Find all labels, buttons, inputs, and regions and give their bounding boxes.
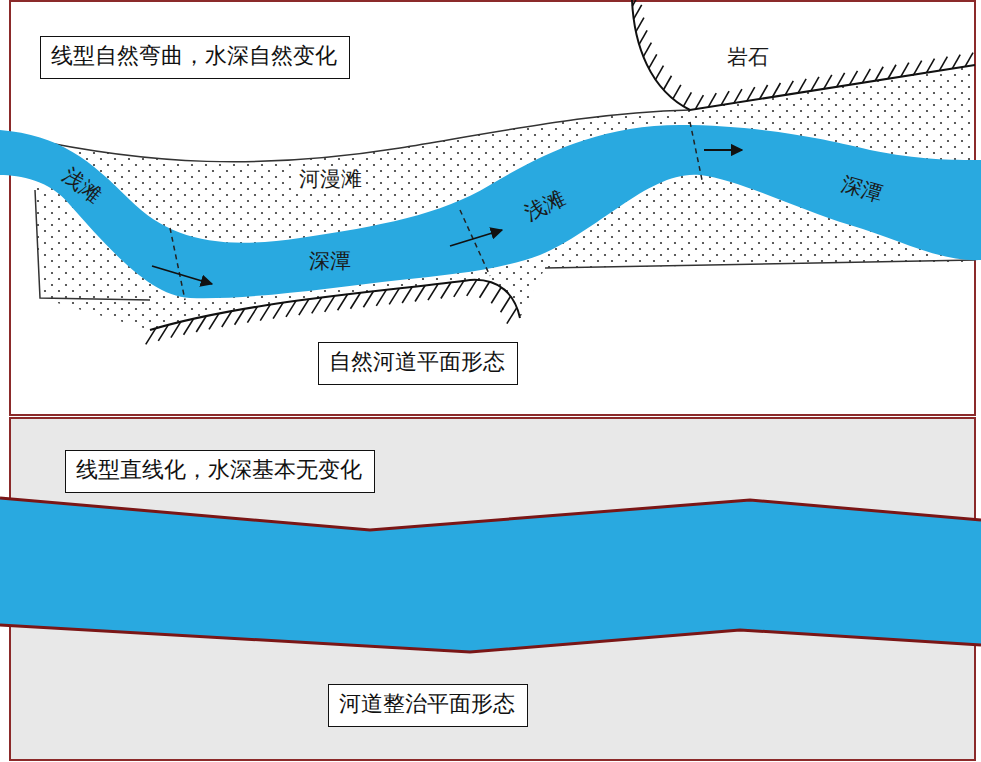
hatch-stroke xyxy=(158,325,168,341)
hatch-stroke xyxy=(785,81,793,95)
hatch-stroke xyxy=(734,89,742,103)
hatch-stroke xyxy=(875,67,883,81)
hatch-stroke xyxy=(491,287,501,303)
hatch-stroke xyxy=(939,57,947,71)
flow-arrow xyxy=(152,266,212,284)
hatch-stroke xyxy=(146,328,156,344)
hatch-stroke xyxy=(849,71,857,85)
hatch-stroke xyxy=(196,316,206,332)
hatch-stroke xyxy=(376,290,386,306)
river-channel xyxy=(0,125,981,298)
text-box: 自然河道平面形态 xyxy=(318,342,518,385)
text-box: 线型自然弯曲，水深自然变化 xyxy=(40,36,350,79)
box-text: 自然河道平面形态 xyxy=(329,349,507,375)
hatch-stroke xyxy=(389,288,399,304)
hatch-stroke xyxy=(760,85,768,99)
hatch-stroke xyxy=(350,293,360,309)
hatch-stroke xyxy=(695,95,703,109)
hatch-stroke xyxy=(325,296,335,312)
hatch-stroke xyxy=(235,309,245,325)
channel-bank xyxy=(0,498,981,530)
hatch-stroke xyxy=(673,85,681,99)
hatch-stroke xyxy=(927,59,935,73)
hatch-stroke xyxy=(467,280,477,296)
box-text: 线型直线化，水深基本无变化 xyxy=(76,457,364,483)
hatch-stroke xyxy=(772,83,780,97)
hatch-stroke xyxy=(747,87,755,101)
regulated-channel xyxy=(0,498,981,652)
section-line xyxy=(170,228,185,300)
hatch-stroke xyxy=(655,66,663,80)
hatch-stroke xyxy=(862,69,870,83)
flow-arrow xyxy=(704,149,742,151)
bank-line xyxy=(545,260,975,268)
box-text: 河道整治平面形态 xyxy=(339,691,517,717)
channel-bank xyxy=(0,625,981,652)
hatch-stroke xyxy=(260,305,270,321)
hatch-stroke xyxy=(837,73,845,87)
hatch-stroke xyxy=(901,63,909,77)
hatch-stroke xyxy=(501,296,511,312)
hatch-stroke xyxy=(286,301,296,317)
terrain-label: 岩石 xyxy=(724,45,772,70)
hatch-stroke xyxy=(643,43,651,57)
hatch-stroke xyxy=(683,92,691,106)
hatch-stroke xyxy=(312,297,322,313)
hatch-stroke xyxy=(222,311,232,327)
hatch-stroke xyxy=(824,75,832,89)
hatch-stroke xyxy=(338,294,348,310)
hatch-stroke xyxy=(888,65,896,79)
hatch-stroke xyxy=(649,54,657,68)
hatch-stroke xyxy=(171,322,181,338)
hatch-stroke xyxy=(639,30,647,44)
hatch-stroke xyxy=(428,284,438,300)
hatch-stroke xyxy=(708,93,716,107)
hatch-stroke xyxy=(273,303,283,319)
section-line xyxy=(460,210,490,276)
hatch-stroke xyxy=(507,308,517,324)
hatch-stroke xyxy=(209,313,219,329)
hatch-stroke xyxy=(402,287,412,303)
hatch-stroke xyxy=(636,18,644,32)
hatch-stroke xyxy=(811,77,819,91)
flow-arrow xyxy=(450,230,502,246)
hatch-stroke xyxy=(798,79,806,93)
hatch-stroke xyxy=(632,0,640,6)
hatch-stroke xyxy=(914,61,922,75)
hatch-stroke xyxy=(952,55,960,69)
hatch-stroke xyxy=(454,281,464,297)
section-line xyxy=(690,122,702,180)
hatch-stroke xyxy=(441,283,451,299)
text-box: 河道整治平面形态 xyxy=(328,684,528,727)
rock-bank xyxy=(632,0,975,110)
hatch-stroke xyxy=(721,91,729,105)
hatch-stroke xyxy=(634,5,642,19)
hatch-stroke xyxy=(363,291,373,307)
hatch-stroke xyxy=(299,299,309,315)
box-text: 线型自然弯曲，水深自然变化 xyxy=(51,43,339,69)
hatch-stroke xyxy=(663,76,671,90)
hatch-stroke xyxy=(415,286,425,302)
terrain-label: 河漫滩 xyxy=(296,167,365,192)
hatch-stroke xyxy=(184,319,194,335)
hatch-stroke xyxy=(247,307,257,323)
river-section-label: 深潭 xyxy=(306,249,354,274)
hatch-stroke xyxy=(480,282,490,298)
text-box: 线型直线化，水深基本无变化 xyxy=(65,450,375,493)
hatch-stroke xyxy=(965,53,973,67)
